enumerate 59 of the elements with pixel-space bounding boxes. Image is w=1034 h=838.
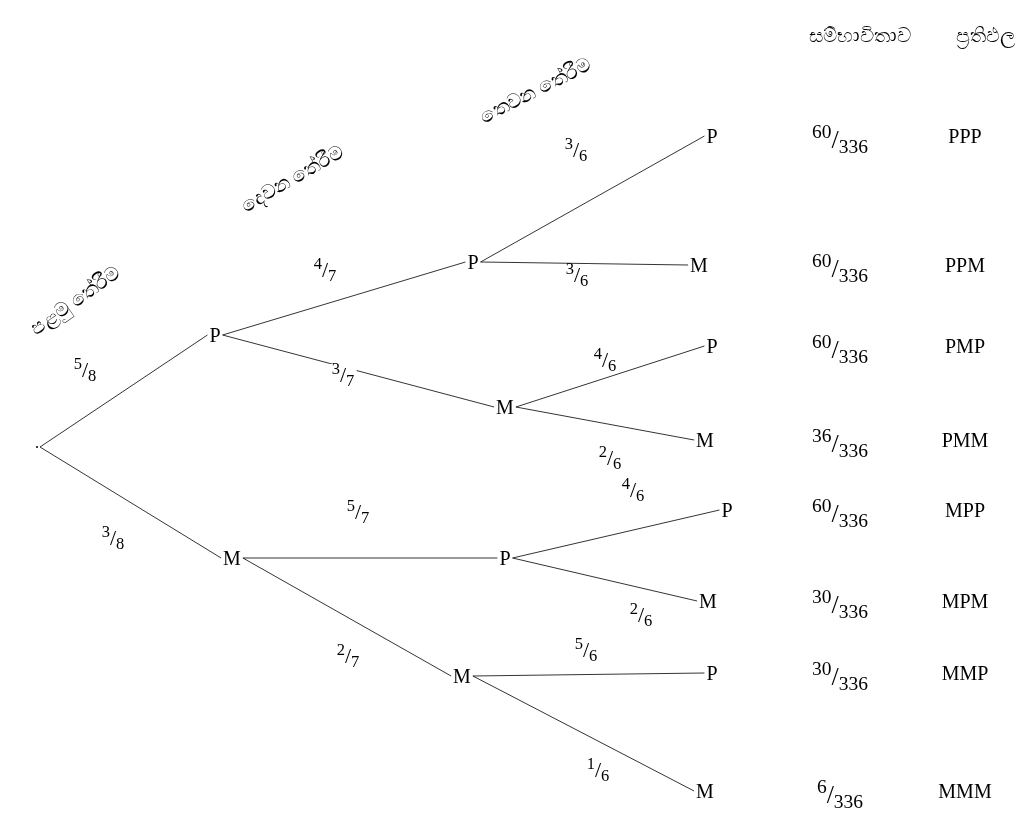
outcome-label: MPM	[941, 591, 989, 611]
branch-line	[242, 557, 452, 677]
edge-label: $^{2}$/$_{6}$	[627, 604, 655, 626]
branch-line	[39, 446, 222, 559]
column-heading: සම්භාවිතාව	[809, 25, 911, 45]
edge-label: $^{5}$/$_{8}$	[71, 359, 99, 381]
branch-line	[222, 334, 495, 408]
probability-fraction: $^{30}$/$_{336}$	[810, 664, 870, 690]
branch-line	[480, 261, 689, 266]
stage-heading: තෙවන තේරීම	[476, 53, 594, 127]
probability-fraction: $^{6}$/$_{336}$	[814, 782, 866, 808]
outcome-letter: M	[453, 666, 471, 686]
outcome-letter: M	[696, 781, 714, 801]
outcome-letter: M	[699, 591, 717, 611]
outcome-letter: M	[223, 548, 241, 568]
probability-fraction: $^{36}$/$_{336}$	[810, 431, 870, 457]
edge-label: $^{3}$/$_{6}$	[563, 264, 591, 286]
branch-line	[222, 261, 466, 336]
outcome-letter: M	[696, 430, 714, 450]
edge-label: $^{3}$/$_{7}$	[329, 364, 357, 386]
outcome-label: PPM	[945, 255, 985, 275]
branch-line	[515, 406, 695, 441]
branch-line	[242, 557, 498, 559]
outcome-label: MMM	[938, 781, 992, 801]
branch-line	[512, 509, 720, 559]
outcome-letter: P	[706, 336, 718, 356]
edge-label: $^{4}$/$_{7}$	[311, 259, 339, 281]
edge-label: $^{5}$/$_{6}$	[572, 639, 600, 661]
branch-line	[472, 672, 705, 677]
branch-line	[472, 675, 695, 792]
outcome-letter: P	[721, 500, 733, 520]
outcome-letter: P	[706, 663, 718, 683]
outcome-label: PMM	[941, 430, 989, 450]
probability-fraction: $^{60}$/$_{336}$	[810, 501, 870, 527]
outcome-letter: M	[496, 397, 514, 417]
outcome-label: PMP	[945, 336, 985, 356]
outcome-letter: P	[499, 548, 511, 568]
branch-line	[512, 557, 698, 602]
branch-line	[39, 334, 208, 448]
probability-fraction: $^{60}$/$_{336}$	[810, 337, 870, 363]
probability-fraction: $^{60}$/$_{336}$	[810, 127, 870, 153]
edge-label: $^{4}$/$_{6}$	[619, 479, 647, 501]
outcome-label: PPP	[948, 126, 982, 146]
edge-label: $^{2}$/$_{6}$	[596, 447, 624, 469]
outcome-letter: P	[467, 252, 479, 272]
branch-line	[480, 135, 705, 263]
outcome-letter: P	[209, 325, 221, 345]
edge-label: $^{4}$/$_{6}$	[591, 349, 619, 371]
probability-fraction: $^{60}$/$_{336}$	[810, 256, 870, 282]
probability-fraction: $^{30}$/$_{336}$	[810, 592, 870, 618]
edge-label: $^{5}$/$_{7}$	[344, 501, 372, 523]
edge-label: $^{3}$/$_{8}$	[99, 527, 127, 549]
outcome-letter: M	[690, 255, 708, 275]
edge-label: $^{3}$/$_{6}$	[562, 139, 590, 161]
edge-label: $^{2}$/$_{7}$	[334, 645, 362, 667]
branch-line	[515, 345, 705, 408]
outcome-letter: P	[706, 126, 718, 146]
outcome-label: MPP	[945, 500, 985, 520]
outcome-label: MMP	[941, 663, 989, 683]
